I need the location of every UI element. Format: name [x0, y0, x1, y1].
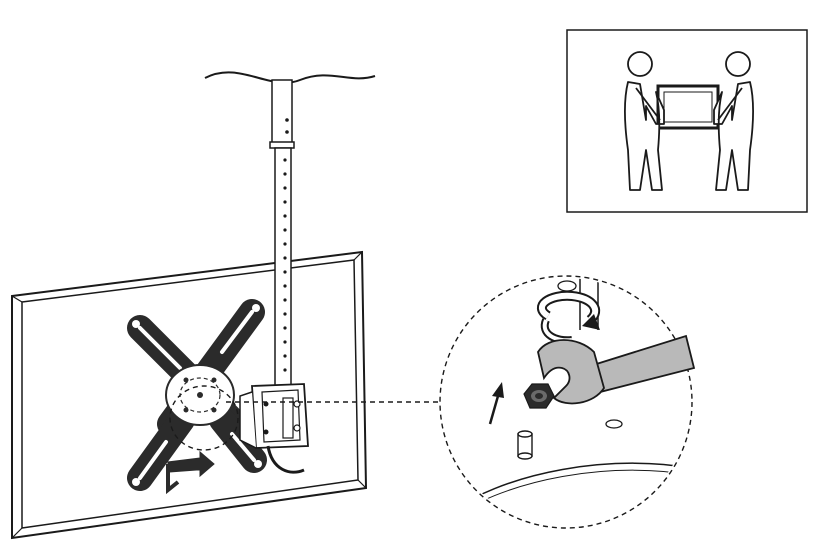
- spacer-icon: [517, 430, 533, 460]
- person-right-icon: [713, 51, 754, 191]
- callout-ellipse: [169, 385, 239, 451]
- tilt-bracket: [239, 383, 309, 449]
- person-left-icon: [624, 51, 665, 191]
- hex-nut-icon: [523, 383, 555, 409]
- up-arrow-icon: [488, 382, 504, 425]
- cable: [266, 445, 305, 474]
- ceiling-pole: [269, 79, 295, 391]
- ceiling-line: [204, 71, 376, 84]
- wrench-icon: [537, 334, 696, 405]
- two-person-lift-panel: [566, 29, 808, 213]
- vesa-mount-plate: [127, 299, 267, 491]
